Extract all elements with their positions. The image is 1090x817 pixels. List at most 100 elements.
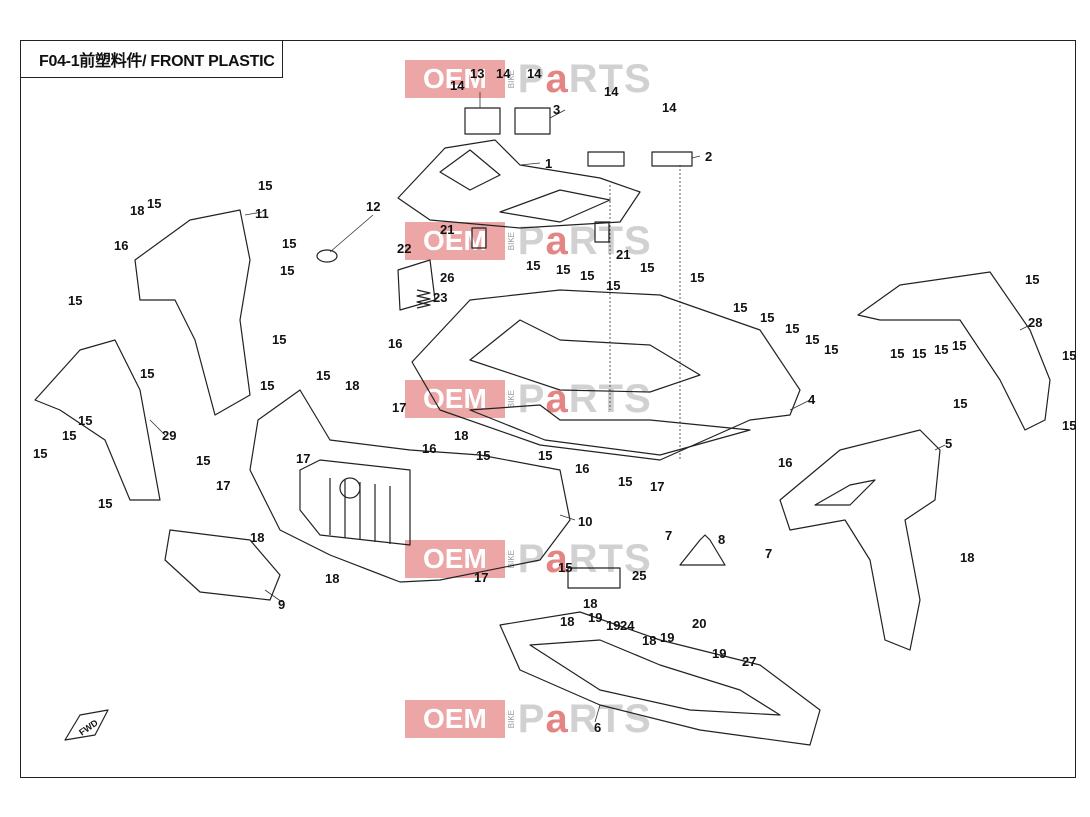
watermark: OEM BIKE PaRTS [405,537,652,581]
callout-15: 15 [280,263,294,278]
callout-7: 7 [665,528,672,543]
part-hood-cover-vent [499,189,611,223]
part-hood-cover [397,139,641,229]
callout-22: 22 [397,241,411,256]
callout-15: 15 [68,293,82,308]
callout-19: 19 [606,618,620,633]
part-post [471,227,487,249]
callout-23: 23 [433,290,447,305]
callout-15: 15 [953,396,967,411]
callout-16: 16 [778,455,792,470]
callout-18: 18 [454,428,468,443]
part-floor-tray-inner [529,639,781,716]
callout-15: 15 [316,368,330,383]
watermark-oem: OEM [405,540,505,578]
callout-11: 11 [255,206,269,221]
callout-19: 19 [588,610,602,625]
part-front-bumper [249,389,571,583]
callout-15: 15 [476,448,490,463]
callout-15: 15 [78,413,92,428]
callout-19: 19 [712,646,726,661]
callout-14: 14 [604,84,619,99]
part-left-front-fender [34,339,161,501]
callout-17: 17 [650,479,664,494]
part-step-pad [567,567,621,589]
callout-15: 15 [934,342,948,357]
callout-14: 14 [496,66,511,81]
callout-15: 15 [690,270,704,285]
watermark-oem: OEM [405,60,505,98]
callout-labels: 1 2 3 4 5 6 7 7 8 9 10 11 12 13 14 14 14… [33,66,1076,738]
callout-18: 18 [960,550,974,565]
callout-15: 15 [1025,272,1039,287]
callout-15: 15 [606,278,620,293]
part-floor-tray [499,611,821,746]
callout-12: 12 [366,199,380,214]
callout-14: 14 [527,66,542,81]
callout-24: 24 [620,618,635,633]
part-latch [464,107,501,135]
callout-18: 18 [583,596,597,611]
part-right-side-panel-vent [814,479,876,506]
callout-4: 4 [808,392,816,407]
callout-21: 21 [440,222,454,237]
callout-7: 7 [765,546,772,561]
part-grille [299,459,411,546]
callout-15: 15 [912,346,926,361]
callout-18: 18 [345,378,359,393]
callout-15: 15 [260,378,274,393]
title-box: F04-1前塑料件/ FRONT PLASTIC [20,40,283,78]
part-latch [587,151,625,167]
watermark-oem: OEM [405,700,505,738]
callout-29: 29 [162,428,176,443]
callout-18: 18 [325,571,339,586]
watermark-parts: PaRTS [517,536,652,581]
callout-14: 14 [662,100,677,115]
part-left-inner-fender [134,209,251,416]
callout-10: 10 [578,514,592,529]
callout-18: 18 [130,203,144,218]
watermark: OEM BIKE PaRTS [405,697,652,741]
callout-15: 15 [785,321,799,336]
callout-15: 15 [526,258,540,273]
callout-15: 15 [733,300,747,315]
callout-15: 15 [147,196,161,211]
callout-16: 16 [114,238,128,253]
callout-15: 15 [618,474,632,489]
grille-slats [329,478,391,544]
watermark: OEM BIKE PaRTS [405,219,652,263]
callout-15: 15 [760,310,774,325]
callout-17: 17 [216,478,230,493]
callout-16: 16 [422,441,436,456]
watermark-oem: OEM [405,380,505,418]
callout-15: 15 [580,268,594,283]
part-bracket [397,259,436,311]
callout-20: 20 [692,616,706,631]
callout-15: 15 [556,262,570,277]
part-front-body-lower [469,404,751,456]
callout-18: 18 [642,633,656,648]
part-front-body [411,289,801,461]
callout-9: 9 [278,597,285,612]
part-skid-plate [164,529,281,601]
page-title: F04-1前塑料件/ FRONT PLASTIC [39,53,275,70]
callout-15: 15 [805,332,819,347]
callout-15: 15 [952,338,966,353]
part-front-body-inner [469,319,701,393]
watermark-oem: OEM [405,222,505,260]
callout-15: 15 [196,453,210,468]
part-spring [416,289,431,309]
watermark-parts: PaRTS [517,56,652,101]
part-right-fender-upper [857,271,1051,431]
callout-17: 17 [474,570,488,585]
callout-15: 15 [558,560,572,575]
callout-6: 6 [594,720,601,735]
fwd-label: FWD [77,717,100,737]
callout-16: 16 [388,336,402,351]
callout-15: 15 [140,366,154,381]
callout-17: 17 [392,400,406,415]
callout-8: 8 [718,532,725,547]
part-latch [514,107,551,135]
callout-21: 21 [616,247,630,262]
